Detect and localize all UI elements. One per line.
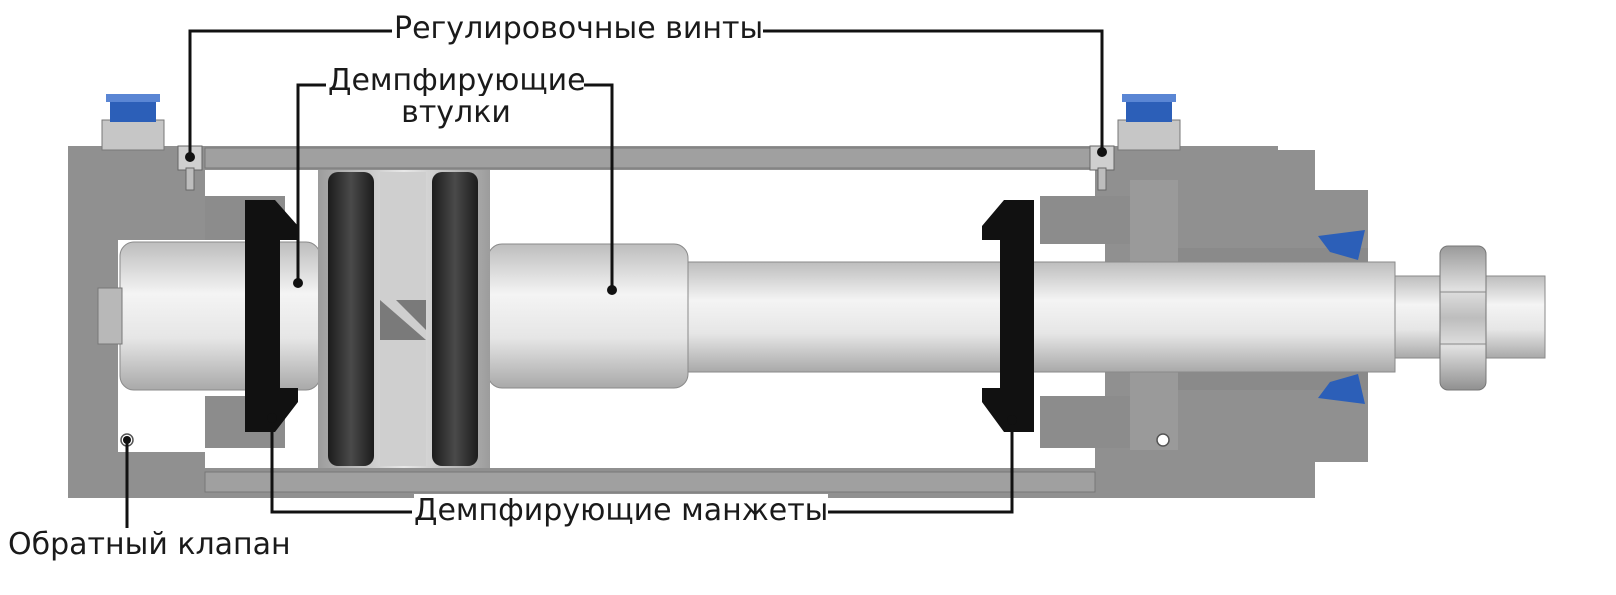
label-check-valve: Обратный клапан xyxy=(8,527,291,562)
dot-adjusting-screw-left xyxy=(185,152,195,162)
label-damping-seals: Демпфирующие манжеты xyxy=(414,493,829,528)
piston-rod xyxy=(659,261,1546,373)
label-damping-bushings-line1: Демпфирующие xyxy=(328,63,586,98)
leader-damping-bushing-right xyxy=(584,83,614,290)
label-adjusting-screws: Регулировочные винты xyxy=(394,11,764,46)
leader-adjusting-screw-right xyxy=(760,29,1104,152)
front-damping-bushing xyxy=(487,243,689,389)
rear-damping-bushing xyxy=(97,241,321,391)
leader-lines xyxy=(125,29,1104,532)
rear-air-fitting xyxy=(101,94,165,151)
piston xyxy=(318,170,490,468)
label-damping-bushings-line2: втулки xyxy=(328,96,584,130)
leader-adjusting-screw-left xyxy=(188,29,392,157)
front-adjusting-screw xyxy=(1089,145,1115,191)
dot-damping-bushing-right xyxy=(607,285,617,295)
leader-damping-seal-left xyxy=(270,418,412,514)
dot-adjusting-screw-right xyxy=(1097,147,1107,157)
rod-seal xyxy=(1318,230,1365,404)
front-check-valve xyxy=(1156,433,1170,447)
leader-dots xyxy=(123,147,1107,444)
dot-damping-seal-right xyxy=(1007,415,1017,425)
front-damping-seal xyxy=(982,200,1034,432)
rod-nut xyxy=(1439,245,1487,391)
dot-check-valve xyxy=(123,436,131,444)
dot-damping-bushing-left xyxy=(293,278,303,288)
front-air-fitting xyxy=(1117,94,1181,151)
dot-damping-seal-left xyxy=(267,413,277,423)
rear-damping-seal xyxy=(245,200,298,432)
leader-damping-bushing-left xyxy=(296,83,326,283)
leader-damping-seal-right xyxy=(812,420,1014,514)
